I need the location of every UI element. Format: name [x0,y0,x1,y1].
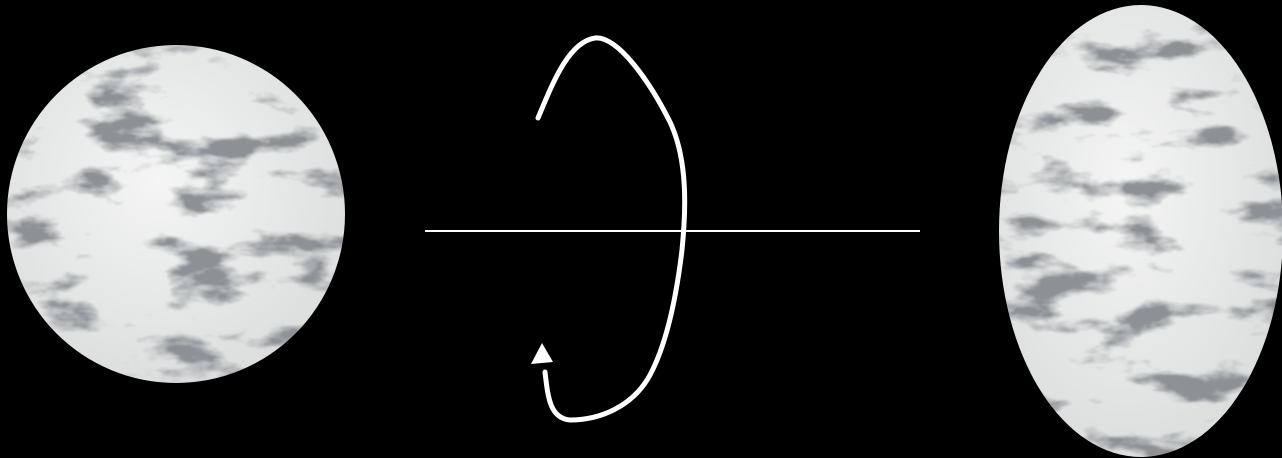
marble-circle [7,45,345,383]
curved-arrow-icon [531,38,685,420]
marble-ellipse [999,5,1282,457]
